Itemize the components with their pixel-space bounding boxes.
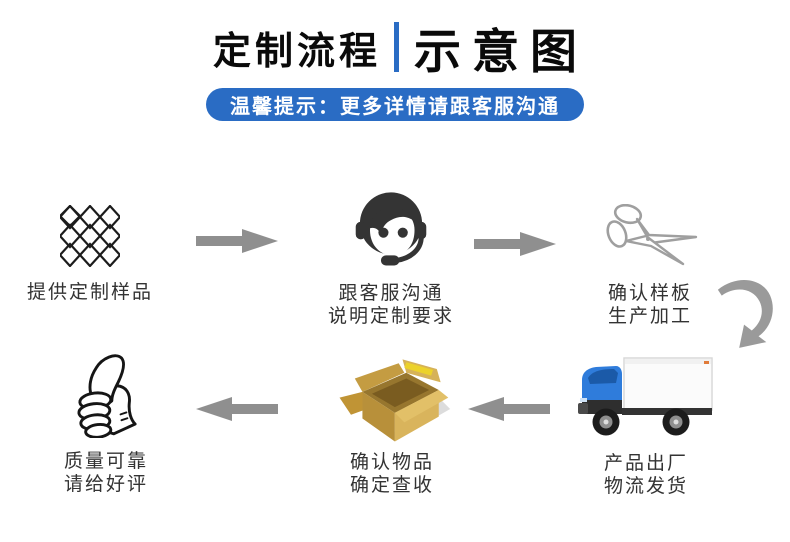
step-confirm-receipt: 确认物品 确定查收 xyxy=(307,353,477,497)
scissors-icon xyxy=(603,204,698,268)
fabric-swatch-icon xyxy=(60,205,120,267)
title-divider xyxy=(394,22,399,72)
step-label: 请给好评 xyxy=(63,474,148,495)
step-label: 确认物品 xyxy=(349,452,434,473)
title-left: 定制流程 xyxy=(212,30,381,73)
step-label: 确认样板 xyxy=(607,283,692,304)
step-label: 产品出厂 xyxy=(603,453,688,474)
notice-banner-text: 温馨提示：更多详情请跟客服沟通 xyxy=(230,96,560,118)
flow-arrow-curve-icon xyxy=(714,276,776,350)
step-label: 说明定制要求 xyxy=(327,306,454,327)
truck-icon xyxy=(576,356,716,438)
step-label: 提供定制样品 xyxy=(26,282,153,303)
flow-arrow-left-icon xyxy=(196,397,278,421)
step-label: 跟客服沟通 xyxy=(338,283,444,304)
page-title: 定制流程 示意图 xyxy=(0,16,790,78)
step-give-review: 质量可靠 请给好评 xyxy=(21,350,191,496)
open-box-icon xyxy=(330,353,454,445)
notice-banner: 温馨提示：更多详情请跟客服沟通 xyxy=(206,88,584,121)
step-confirm-template: 确认样板 生产加工 xyxy=(565,204,735,328)
flow-arrow-right-icon xyxy=(196,229,278,253)
customer-service-icon xyxy=(349,186,433,276)
step-provide-sample: 提供定制样品 xyxy=(5,205,175,304)
flow-arrow-left-icon xyxy=(468,397,550,421)
step-label: 物流发货 xyxy=(603,476,688,497)
step-label: 生产加工 xyxy=(607,306,692,327)
thumbs-up-icon xyxy=(73,350,139,438)
step-contact-service: 跟客服沟通 说明定制要求 xyxy=(306,186,476,328)
flow-arrow-right-icon xyxy=(474,232,556,256)
step-label: 确定查收 xyxy=(349,475,434,496)
step-label: 质量可靠 xyxy=(63,451,148,472)
title-right: 示意图 xyxy=(414,24,588,78)
step-ship-product: 产品出厂 物流发货 xyxy=(561,356,731,498)
